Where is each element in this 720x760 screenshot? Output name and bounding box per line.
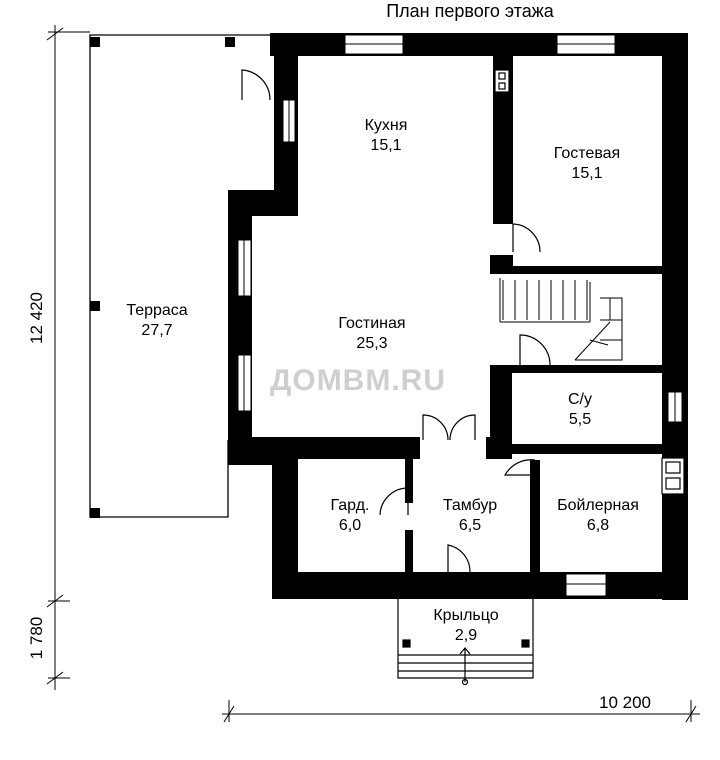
room-boiler-name: Бойлерная (557, 497, 639, 514)
dimension-height-main: 12 420 (27, 292, 46, 344)
room-guest-area: 15,1 (571, 165, 602, 182)
room-guest-name: Гостевая (554, 145, 620, 162)
doors (241, 63, 551, 573)
room-living-area: 25,3 (356, 335, 387, 352)
stove-icon (494, 69, 510, 93)
porch (397, 599, 534, 686)
room-terrace-area: 27,7 (141, 322, 172, 339)
dimension-width: 10 200 (599, 693, 651, 712)
room-porch-name: Крыльцо (433, 607, 498, 624)
dimension-lines (46, 25, 700, 723)
room-terrace-name: Терраса (126, 302, 187, 319)
room-wardrobe-area: 6,0 (339, 517, 361, 534)
terrace (89, 34, 270, 518)
boiler-icon (661, 457, 685, 495)
room-porch-area: 2,9 (455, 627, 477, 644)
room-bathroom-name: С/у (568, 391, 592, 408)
room-wardrobe-name: Гард. (331, 497, 370, 514)
watermark: ДОМВМ.RU (270, 364, 446, 397)
dimension-height-porch: 1 780 (27, 617, 46, 660)
room-kitchen-area: 15,1 (370, 137, 401, 154)
windows (237, 34, 683, 597)
walls (228, 33, 688, 600)
room-kitchen-name: Кухня (365, 117, 408, 134)
stairs (499, 278, 623, 361)
room-living-name: Гостиная (338, 315, 405, 332)
room-boiler-area: 6,8 (587, 517, 609, 534)
plan-title: План первого этажа (386, 1, 555, 21)
room-bathroom-area: 5,5 (569, 411, 591, 428)
room-vestibule-area: 6,5 (459, 517, 481, 534)
room-vestibule-name: Тамбур (443, 497, 497, 514)
